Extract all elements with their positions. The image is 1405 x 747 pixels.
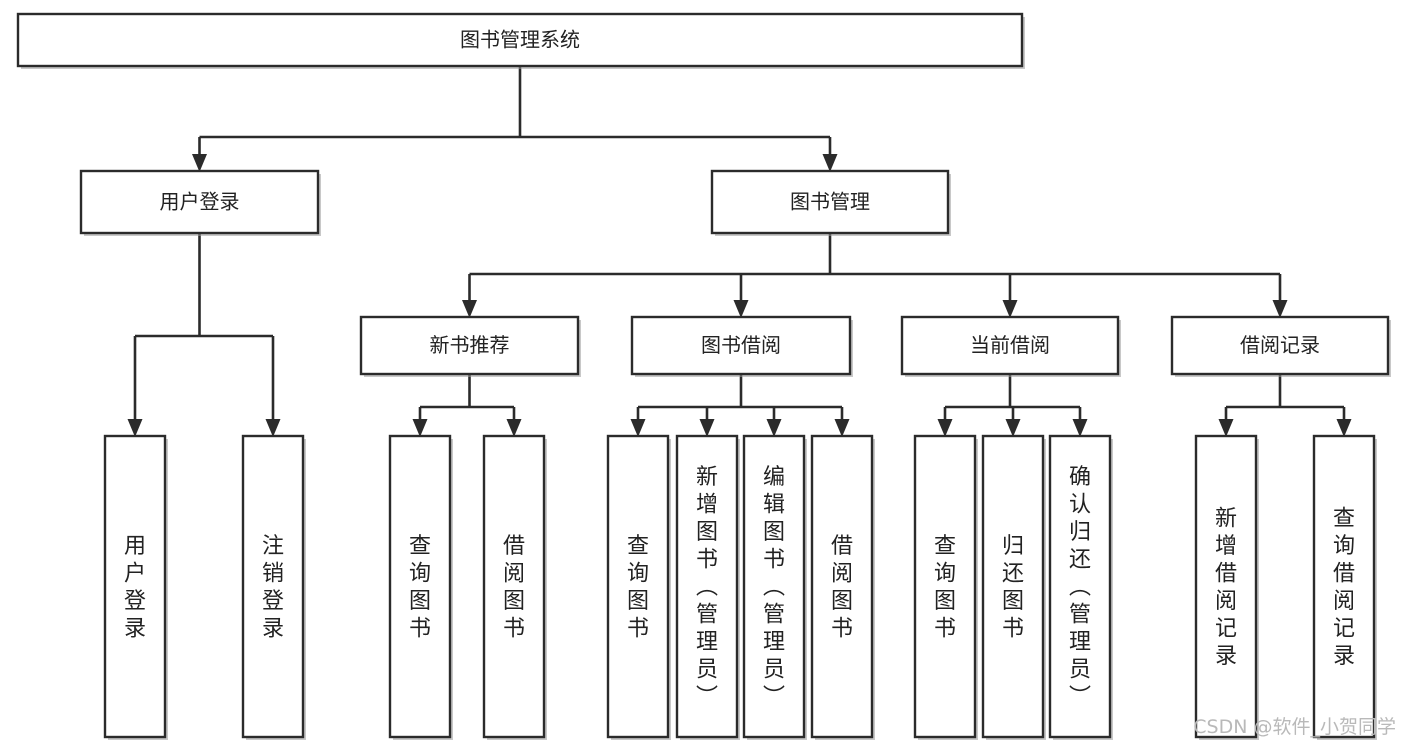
node-label: 新书推荐 xyxy=(430,333,510,357)
connector-group-records xyxy=(1218,374,1352,437)
node-rect[interactable] xyxy=(675,434,739,739)
arrow-head-newbook xyxy=(462,300,477,318)
node-rect[interactable] xyxy=(1312,434,1376,739)
node-layer: 图书管理系统用户登录图书管理新书推荐图书借阅当前借阅借阅记录用户登录注销登录查询… xyxy=(16,12,1391,740)
node-borrow[interactable]: 图书借阅 xyxy=(630,315,853,377)
node-rect[interactable] xyxy=(606,434,670,739)
node-rect[interactable] xyxy=(810,434,874,739)
node-leaf-newbook-borrow[interactable]: 借阅图书 xyxy=(482,434,547,740)
node-leaf-newbook-query[interactable]: 查询图书 xyxy=(388,434,453,740)
node-current[interactable]: 当前借阅 xyxy=(900,315,1121,377)
node-label: 当前借阅 xyxy=(970,333,1050,357)
arrow-head-login xyxy=(192,154,207,172)
node-leaf-records-query[interactable]: 查询借阅记录 xyxy=(1312,434,1377,740)
node-label: 查询借阅记录 xyxy=(1333,506,1355,669)
node-label: 借阅记录 xyxy=(1240,333,1320,357)
node-leaf-borrow-lend[interactable]: 借阅图书 xyxy=(810,434,875,740)
node-label: 确认归还︵管理员︶ xyxy=(1069,465,1091,710)
node-newbook[interactable]: 新书推荐 xyxy=(359,315,581,377)
arrow-head-leaf-newbook-borrow xyxy=(506,419,522,437)
arrow-head-leaf-records-add xyxy=(1218,419,1234,437)
node-label: 查询图书 xyxy=(627,534,649,642)
arrow-head-leaf-borrow-add xyxy=(699,419,715,437)
node-leaf-current-query[interactable]: 查询图书 xyxy=(913,434,978,740)
node-leaf-user-logout[interactable]: 注销登录 xyxy=(241,434,306,740)
node-label: 注销登录 xyxy=(262,534,284,642)
node-label: 图书管理 xyxy=(790,190,870,214)
node-rect[interactable] xyxy=(79,169,320,235)
node-label: 新增图书︵管理员︶ xyxy=(696,465,718,710)
node-rect[interactable] xyxy=(482,434,546,739)
node-rect[interactable] xyxy=(981,434,1045,739)
node-label: 归还图书 xyxy=(1002,534,1024,642)
node-rect[interactable] xyxy=(900,315,1120,376)
node-rect[interactable] xyxy=(241,434,305,739)
node-leaf-current-confirm[interactable]: 确认归还︵管理员︶ xyxy=(1048,434,1113,740)
node-rect[interactable] xyxy=(742,434,806,739)
node-label: 借阅图书 xyxy=(503,534,525,642)
arrow-head-leaf-current-return xyxy=(1005,419,1021,437)
node-leaf-records-add[interactable]: 新增借阅记录 xyxy=(1194,434,1259,740)
node-rect[interactable] xyxy=(1194,434,1258,739)
node-label: 图书管理系统 xyxy=(460,28,580,52)
node-rect[interactable] xyxy=(103,434,167,739)
node-rect[interactable] xyxy=(913,434,977,739)
arrow-head-leaf-newbook-query xyxy=(412,419,428,437)
arrow-head-leaf-current-confirm xyxy=(1072,419,1088,437)
node-records[interactable]: 借阅记录 xyxy=(1170,315,1391,377)
node-rect[interactable] xyxy=(359,315,580,376)
node-bookmgmt[interactable]: 图书管理 xyxy=(710,169,951,236)
node-rect[interactable] xyxy=(1170,315,1390,376)
arrow-head-borrow xyxy=(733,300,749,318)
connector-group-bookmgmt xyxy=(462,233,1288,318)
node-leaf-current-return[interactable]: 归还图书 xyxy=(981,434,1046,740)
arrow-head-leaf-records-query xyxy=(1336,419,1352,437)
connector-group-borrow xyxy=(630,374,850,437)
node-leaf-borrow-edit[interactable]: 编辑图书︵管理员︶ xyxy=(742,434,807,740)
node-rect[interactable] xyxy=(710,169,950,235)
arrow-head-leaf-current-query xyxy=(937,419,953,437)
arrow-head-leaf-borrow-lend xyxy=(834,419,850,437)
connector-group-root xyxy=(192,66,838,172)
connector-group-newbook xyxy=(412,374,522,437)
node-leaf-user-login[interactable]: 用户登录 xyxy=(103,434,168,740)
connector-group-current xyxy=(937,374,1088,437)
node-login[interactable]: 用户登录 xyxy=(79,169,321,236)
node-rect[interactable] xyxy=(388,434,452,739)
node-rect[interactable] xyxy=(1048,434,1112,739)
node-label: 借阅图书 xyxy=(831,534,853,642)
connector-group-login xyxy=(127,233,281,437)
node-label: 查询图书 xyxy=(934,534,956,642)
node-rect[interactable] xyxy=(630,315,852,376)
node-label: 查询图书 xyxy=(409,534,431,642)
node-leaf-borrow-add[interactable]: 新增图书︵管理员︶ xyxy=(675,434,740,740)
node-label: 用户登录 xyxy=(160,190,240,214)
node-label: 新增借阅记录 xyxy=(1215,506,1237,669)
node-label: 图书借阅 xyxy=(701,333,781,357)
node-label: 编辑图书︵管理员︶ xyxy=(763,465,785,710)
arrow-head-leaf-user-login xyxy=(127,419,143,437)
arrow-head-records xyxy=(1272,300,1288,318)
watermark: CSDN @软件_小贺同学 xyxy=(1193,716,1396,738)
connector-layer xyxy=(127,66,1352,437)
node-root[interactable]: 图书管理系统 xyxy=(16,12,1025,69)
arrow-head-leaf-borrow-edit xyxy=(766,419,782,437)
arrow-head-current xyxy=(1002,300,1018,318)
arrow-head-bookmgmt xyxy=(822,154,838,172)
arrow-head-leaf-user-logout xyxy=(265,419,281,437)
node-label: 用户登录 xyxy=(124,534,146,642)
node-rect[interactable] xyxy=(16,12,1024,68)
node-leaf-borrow-query[interactable]: 查询图书 xyxy=(606,434,671,740)
arrow-head-leaf-borrow-query xyxy=(630,419,646,437)
